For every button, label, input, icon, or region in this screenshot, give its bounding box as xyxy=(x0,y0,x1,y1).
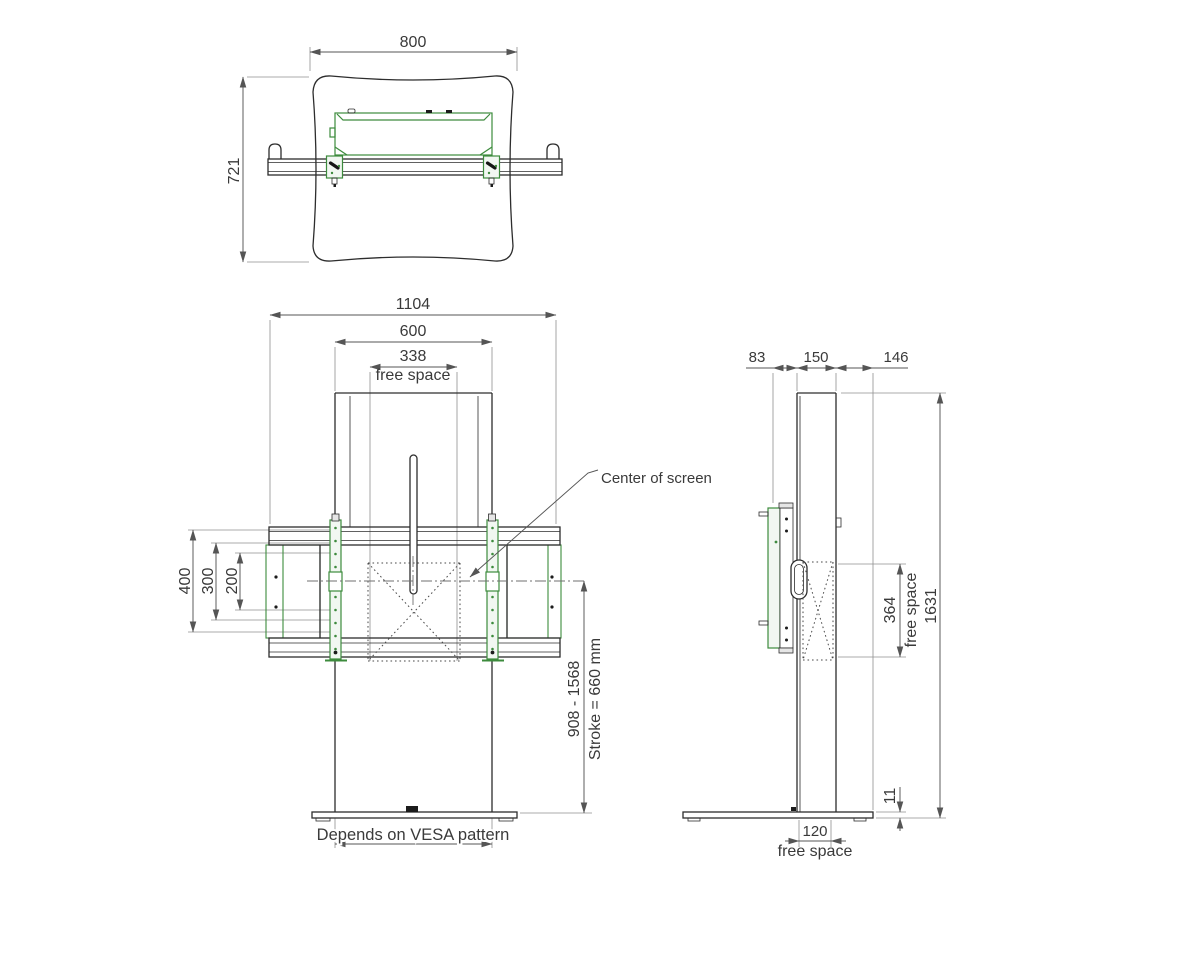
dim-364-label: 364 xyxy=(882,597,899,624)
dim-front-column-width: 600 xyxy=(334,323,493,346)
release-handle xyxy=(790,559,808,600)
dim-base-clearance: 120 free space xyxy=(778,821,853,860)
screen-free-space-zone-front xyxy=(367,562,461,662)
dim-400-label: 400 xyxy=(177,568,194,595)
housing-top-mark xyxy=(446,110,452,113)
dim-vesa-400: 400 xyxy=(177,529,197,633)
column-latch xyxy=(835,517,842,528)
dim-11-label: 11 xyxy=(882,788,899,805)
dim-vesa-note: Depends on VESA pattern xyxy=(315,824,511,848)
dim-150-label: 150 xyxy=(803,349,828,366)
vesa-strips xyxy=(325,519,504,662)
front-view xyxy=(265,392,585,822)
dim-1631-label: 1631 xyxy=(923,588,940,624)
screen-bracket-side xyxy=(767,507,781,649)
housing-bump xyxy=(347,108,356,114)
floor-base-front xyxy=(311,806,518,822)
clamp-stem-left xyxy=(331,177,338,185)
top-view xyxy=(267,75,563,262)
dim-200-label: 200 xyxy=(224,568,241,595)
dim-338-label: 338 xyxy=(400,348,427,365)
dim-top-depth-label: 721 xyxy=(226,158,243,185)
dim-top-depth: 721 xyxy=(226,76,247,263)
side-panel-left xyxy=(265,544,321,639)
bracket-hook-top xyxy=(758,511,769,517)
lift-rail-top xyxy=(267,143,563,176)
bracket-hook-bottom xyxy=(758,620,769,626)
dim-top-width: 800 xyxy=(309,34,518,56)
vesa-holes xyxy=(334,526,494,651)
clamp-holes xyxy=(330,164,498,175)
dim-top-width-label: 800 xyxy=(400,34,427,51)
free-space-label-bottom: free space xyxy=(778,843,853,860)
bracket-housing-top xyxy=(329,112,493,156)
dim-front-overall-width: 1104 xyxy=(269,296,557,319)
vesa-note-label: Depends on VESA pattern xyxy=(317,826,510,844)
dim-vesa-300: 300 xyxy=(200,542,220,621)
dim-side-free-space-height: 364 free space xyxy=(882,563,920,658)
mounting-rail-bottom xyxy=(268,637,561,658)
dim-side-depth-chain: 83 150 146 xyxy=(746,349,909,372)
dim-1104-label: 1104 xyxy=(396,296,431,313)
dim-front-free-space-width: 338 free space xyxy=(369,348,458,384)
dim-300-label: 300 xyxy=(200,568,217,595)
bracket-hole xyxy=(774,540,778,544)
floor-base-side xyxy=(682,807,874,822)
clamp-bolt-right xyxy=(485,161,497,170)
base-center-mark xyxy=(406,806,418,812)
dim-vesa-200: 200 xyxy=(224,552,244,611)
strip-top-bolt-right xyxy=(488,513,496,522)
column-slot xyxy=(409,454,418,595)
clamp-stem-right xyxy=(488,177,495,185)
dim-83-label: 83 xyxy=(749,349,766,366)
dim-120-label: 120 xyxy=(802,823,827,840)
center-of-screen-label: Center of screen xyxy=(601,470,712,487)
lift-column-side xyxy=(796,392,842,812)
dim-600-label: 600 xyxy=(400,323,427,340)
free-space-label-front: free space xyxy=(376,367,451,384)
dim-screen-height-range: 908 - 1568 Stroke = 660 mm xyxy=(566,580,604,814)
screen-free-space-zone-side xyxy=(802,561,834,661)
rail-end-cap-left xyxy=(268,143,282,159)
stroke-note-label: Stroke = 660 mm xyxy=(587,638,604,760)
housing-top-mark xyxy=(426,110,432,113)
center-of-screen-callout: Center of screen xyxy=(469,469,712,578)
strip-top-bolt-left xyxy=(331,513,340,522)
free-space-label-side: free space xyxy=(903,573,920,648)
dim-base-thickness: 11 xyxy=(882,787,904,831)
dim-overall-height: 1631 xyxy=(923,392,944,819)
side-panel-right xyxy=(506,544,562,639)
rail-end-cap-right xyxy=(546,143,560,159)
bracket-plate-side xyxy=(758,502,794,654)
clamp-bolt-left xyxy=(328,161,340,170)
leader-line xyxy=(469,469,599,578)
side-view xyxy=(682,392,874,822)
extension-lines xyxy=(188,47,946,848)
height-range-label: 908 - 1568 xyxy=(566,661,583,738)
lift-column-front xyxy=(334,392,493,812)
dim-146-label: 146 xyxy=(883,349,908,366)
